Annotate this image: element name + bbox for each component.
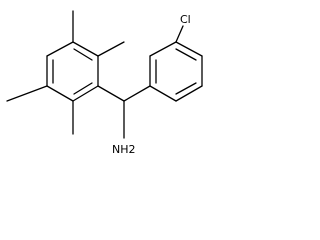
ring-bond	[46, 85, 74, 102]
chlorophenyl-ring	[149, 41, 203, 102]
chlorine-label: Cl	[180, 13, 191, 26]
bond-ch-to-chlorophenyl	[123, 85, 151, 102]
central-carbon	[97, 85, 151, 139]
tetramethylphenyl-ring	[46, 41, 99, 102]
ring-bond	[175, 85, 203, 102]
amine-label: NH2	[112, 143, 136, 156]
bond-to-chlorine	[175, 25, 184, 43]
ring-double-bond	[175, 82, 197, 95]
ring-double-bond	[73, 48, 93, 61]
ring-bond	[72, 85, 99, 102]
bond-ring-to-ch	[97, 85, 125, 102]
ring-bond	[175, 41, 203, 57]
chemical-structure: Cl NH2	[6, 10, 203, 156]
ring-bond	[149, 41, 177, 57]
ring-bond	[46, 41, 74, 57]
methyl-groups	[6, 10, 125, 135]
ring-double-bond	[175, 48, 197, 61]
ring-bond	[72, 41, 99, 57]
methyl-bond-upper-right	[97, 41, 125, 57]
ring-double-bond	[73, 82, 93, 95]
methyl-bond-left	[6, 85, 48, 102]
ring-bond	[149, 85, 177, 102]
